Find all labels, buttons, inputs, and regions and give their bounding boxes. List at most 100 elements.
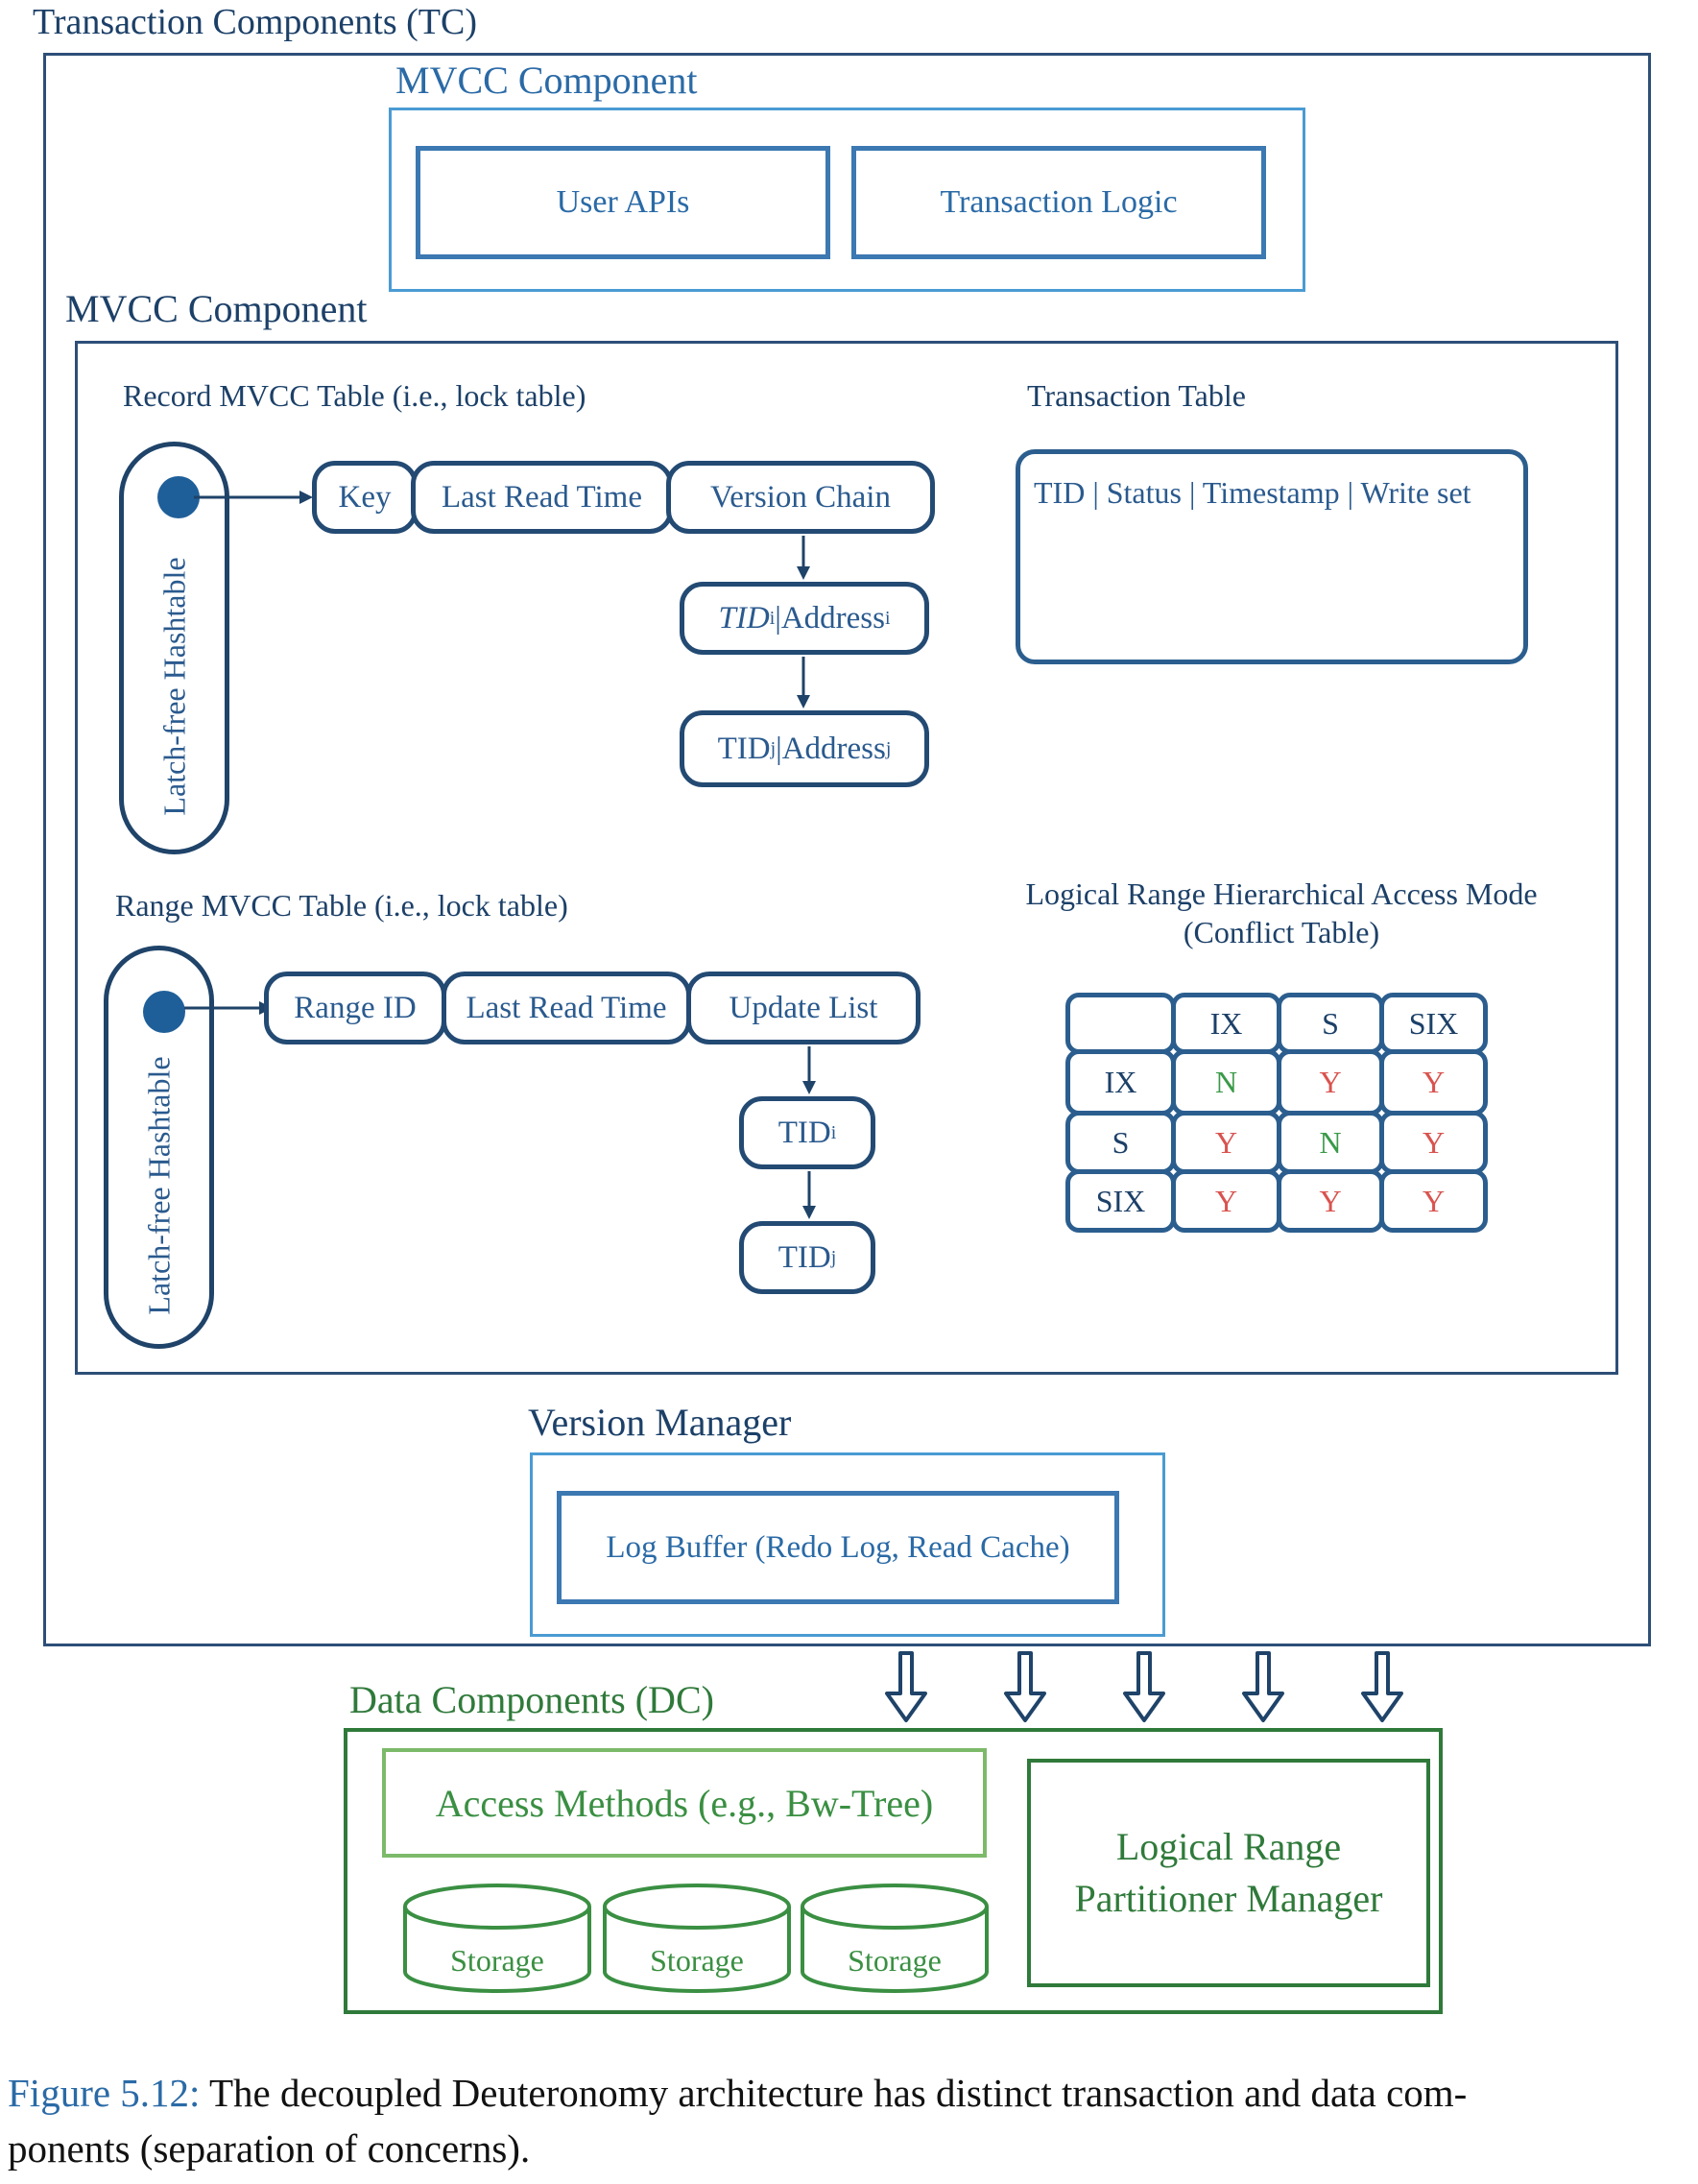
version-chain-arrow-2 (797, 657, 810, 708)
conflict-cell-ix-ix: N (1171, 1049, 1281, 1116)
user-apis-box: User APIs (416, 146, 830, 259)
range-hash-bucket-dot (143, 991, 185, 1033)
partitioner-label-line2: Partitioner Manager (1074, 1877, 1383, 1920)
transaction-logic-label: Transaction Logic (940, 184, 1178, 220)
mvcc-main-container (75, 341, 1618, 1375)
down-arrow-icon (885, 1651, 927, 1722)
transaction-logic-box: Transaction Logic (851, 146, 1266, 259)
conflict-cell-ix-s: Y (1277, 1049, 1384, 1116)
record-hash-bucket-dot (157, 476, 200, 518)
transaction-table-box: TID | Status | Timestamp | Write set (1016, 449, 1528, 664)
partitioner-manager-box: Logical Range Partitioner Manager (1027, 1759, 1430, 1987)
access-methods-box: Access Methods (e.g., Bw-Tree) (382, 1748, 987, 1858)
transaction-table-title: Transaction Table (1027, 378, 1246, 413)
update-tid-j: TID (777, 1239, 831, 1275)
conflict-header-six: SIX (1379, 993, 1488, 1054)
version-address-j: Address (781, 731, 886, 766)
mvcc-top-title: MVCC Component (395, 59, 698, 102)
version-address-i-sub: i (884, 607, 891, 629)
figure-caption-text-line1: The decoupled Deuteronomy architecture h… (208, 2071, 1468, 2115)
record-hashtable: Latch-free Hashtable (119, 442, 229, 854)
conflict-cell-s-s: N (1277, 1111, 1384, 1174)
conflict-cell-s-six: Y (1379, 1111, 1488, 1174)
version-address-j-sub: j (885, 737, 892, 759)
range-last-read-time-cell: Last Read Time (442, 972, 691, 1044)
record-last-read-time-cell: Last Read Time (411, 461, 673, 534)
storage-label-1: Storage (450, 1943, 544, 1978)
conflict-table-title-line2: (Conflict Table) (1183, 915, 1380, 949)
mvcc-top-container (389, 108, 1305, 292)
conflict-cell-six-ix: Y (1171, 1169, 1281, 1233)
version-tid-i-sub: i (769, 607, 776, 629)
storage-cylinder-1: Storage (401, 1880, 593, 1995)
database-icon (403, 1884, 591, 1993)
down-arrow-icon (1242, 1651, 1284, 1722)
conflict-row-label-ix: IX (1065, 1049, 1176, 1116)
tc-title: Transaction Components (TC) (33, 2, 478, 42)
range-table-title: Range MVCC Table (i.e., lock table) (115, 888, 568, 923)
storage-cylinder-2: Storage (601, 1880, 793, 1995)
range-id-cell: Range ID (264, 972, 446, 1044)
version-manager-container (530, 1452, 1165, 1637)
storage-label-2: Storage (650, 1943, 744, 1978)
conflict-table-grid: IX S SIX IX N Y Y S Y N Y SIX Y Y Y (1065, 993, 1488, 1233)
down-arrow-icon (1004, 1651, 1046, 1722)
range-update-list-cell: Update List (686, 972, 921, 1044)
storage-cylinder-3: Storage (799, 1880, 991, 1995)
mvcc-main-title: MVCC Component (65, 287, 368, 330)
update-tid-j-sub: j (830, 1246, 837, 1268)
conflict-cell-six-s: Y (1277, 1169, 1384, 1233)
version-chain-arrow-1 (797, 536, 810, 580)
record-key-cell: Key (312, 461, 418, 534)
down-arrow-icon (885, 1651, 1403, 1722)
conflict-header-ix: IX (1171, 993, 1281, 1054)
database-icon (801, 1884, 989, 1993)
conflict-header-corner (1065, 993, 1176, 1054)
user-apis-label: User APIs (556, 184, 690, 220)
version-address-i: Address (780, 600, 885, 636)
version-tid-j-sub: j (770, 737, 777, 759)
version-tid-i: TID (718, 600, 770, 636)
down-arrow-icon (1123, 1651, 1165, 1722)
conflict-row-label-six: SIX (1065, 1169, 1176, 1233)
record-pointer-arrow (194, 491, 313, 504)
conflict-header-s: S (1277, 993, 1384, 1054)
tc-to-dc-arrows (885, 1651, 1403, 1722)
conflict-cell-ix-six: Y (1379, 1049, 1488, 1116)
conflict-row-label-s: S (1065, 1111, 1176, 1174)
log-buffer-box: Log Buffer (Redo Log, Read Cache) (557, 1491, 1119, 1604)
transaction-table-columns: TID | Status | Timestamp | Write set (1034, 475, 1471, 510)
figure-caption-line2: ponents (separation of concerns). (8, 2126, 531, 2171)
down-arrow-icon (1361, 1651, 1403, 1722)
update-list-arrow-2 (802, 1171, 816, 1219)
record-hashtable-label: Latch-free Hashtable (156, 557, 191, 816)
dc-container (344, 1728, 1443, 2014)
log-buffer-label: Log Buffer (Redo Log, Read Cache) (606, 1529, 1070, 1565)
update-tid-i-sub: i (830, 1121, 837, 1143)
access-methods-label: Access Methods (e.g., Bw-Tree) (435, 1781, 934, 1825)
range-hashtable: Latch-free Hashtable (104, 946, 214, 1349)
version-sep-i: | (775, 600, 781, 636)
storage-label-3: Storage (848, 1943, 942, 1978)
update-tid-i: TID (777, 1115, 831, 1150)
conflict-cell-s-ix: Y (1171, 1111, 1281, 1174)
figure-caption-label: Figure 5.12: (8, 2071, 201, 2115)
dc-title: Data Components (DC) (349, 1678, 714, 1721)
range-hashtable-label: Latch-free Hashtable (141, 1056, 176, 1315)
version-manager-title: Version Manager (528, 1401, 792, 1444)
tc-container (43, 53, 1651, 1646)
record-table-title: Record MVCC Table (i.e., lock table) (123, 378, 586, 413)
version-tid-j: TID (717, 731, 771, 766)
record-version-chain-cell: Version Chain (666, 461, 935, 534)
partitioner-label-line1: Logical Range (1115, 1825, 1342, 1868)
update-list-arrow-1 (802, 1046, 816, 1094)
version-sep-j: | (776, 731, 782, 766)
database-icon (603, 1884, 791, 1993)
conflict-cell-six-six: Y (1379, 1169, 1488, 1233)
figure-caption-line1: Figure 5.12: The decoupled Deuteronomy a… (8, 2074, 1467, 2113)
conflict-table-title-line1: Logical Range Hierarchical Access Mode (1025, 876, 1538, 911)
